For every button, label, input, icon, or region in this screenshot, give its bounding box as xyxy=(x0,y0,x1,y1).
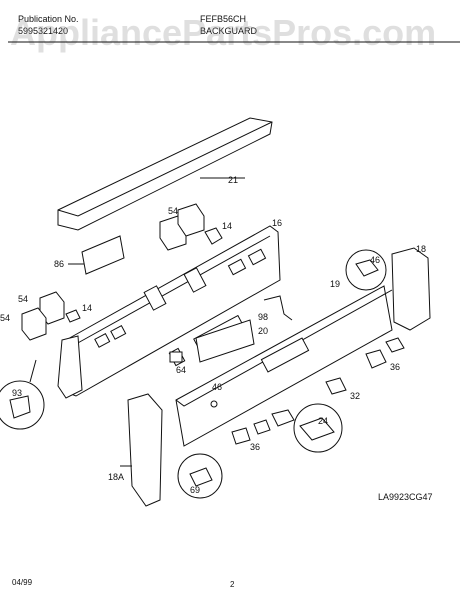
part-54-switch-upper xyxy=(159,203,223,251)
part-46-screw xyxy=(210,400,218,408)
callout-54: 54 xyxy=(168,206,178,216)
part-93-end-bracket xyxy=(0,335,83,430)
part-86-bracket xyxy=(68,235,125,275)
callout-46: 46 xyxy=(370,255,380,265)
callout-21: 21 xyxy=(228,175,238,185)
callout-98: 98 xyxy=(258,312,268,322)
callout-32: 32 xyxy=(350,391,360,401)
footer-page: 2 xyxy=(230,580,235,589)
publication-number: 5995321420 xyxy=(18,26,69,36)
part-21-top-trim xyxy=(57,117,273,231)
callout-64: 64 xyxy=(176,365,186,375)
part-32-knob xyxy=(325,377,347,395)
part-16-console-panel xyxy=(65,225,281,397)
watermark: AppliancePartsPros.com xyxy=(10,12,437,53)
callout-36b: 36 xyxy=(250,442,260,452)
part-64-switch xyxy=(169,351,183,363)
callout-69: 69 xyxy=(190,485,200,495)
callout-20: 20 xyxy=(258,326,268,336)
callout-86: 86 xyxy=(54,259,64,269)
callout-16: 16 xyxy=(272,218,282,228)
part-54-switch-left xyxy=(21,291,81,341)
callout-19: 19 xyxy=(330,279,340,289)
part-98-wire xyxy=(263,295,293,321)
part-20-control xyxy=(195,319,255,363)
publication-label: Publication No. xyxy=(18,14,79,24)
part-18A-left-endcap xyxy=(120,393,163,507)
callout-18A: 18A xyxy=(108,472,124,482)
section-title: BACKGUARD xyxy=(200,26,258,36)
callout-24: 24 xyxy=(318,416,328,426)
footer-date: 04/99 xyxy=(12,578,33,587)
part-69-connector xyxy=(177,453,223,499)
part-18-right-endcap xyxy=(345,247,431,331)
callout-46b: 46 xyxy=(212,382,222,392)
diagram-code: LA9923CG47 xyxy=(378,492,433,502)
callout-14: 14 xyxy=(222,221,232,231)
model-number: FEFB56CH xyxy=(200,14,247,24)
callout-54c: 54 xyxy=(0,313,10,323)
part-36-knobs xyxy=(231,337,405,445)
part-24-element xyxy=(271,403,343,453)
callout-14b: 14 xyxy=(82,303,92,313)
callout-93: 93 xyxy=(12,388,22,398)
callout-54b: 54 xyxy=(18,294,28,304)
callout-18: 18 xyxy=(416,244,426,254)
callout-36: 36 xyxy=(390,362,400,372)
